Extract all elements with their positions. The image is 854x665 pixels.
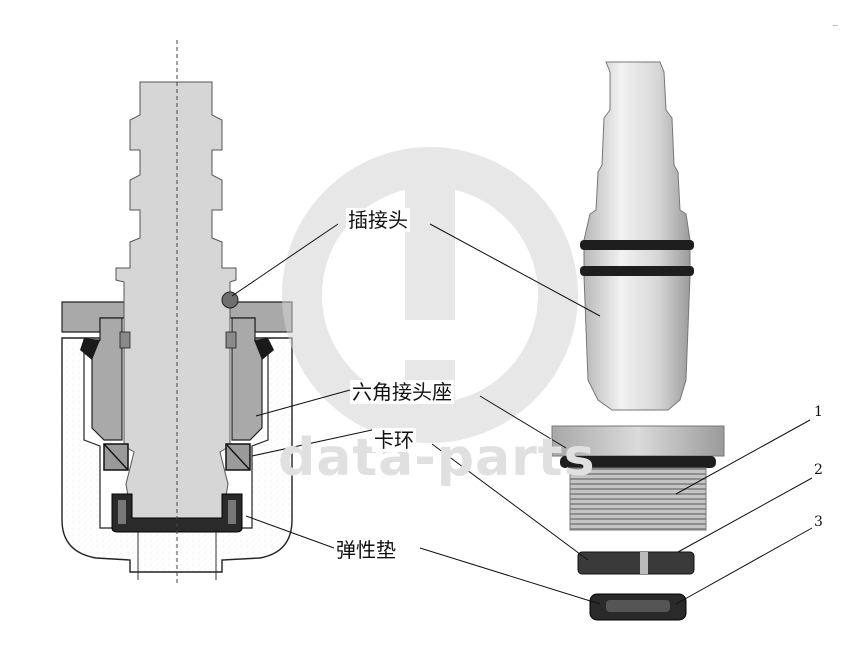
- snap-ring-section-left: [103, 443, 129, 471]
- part-number-1: 1: [814, 404, 823, 420]
- cross-section-view: [61, 40, 293, 585]
- label-snap-ring: 卡环: [372, 428, 416, 452]
- watermark-text: data-parts: [278, 428, 596, 488]
- left-housing-oring: [80, 338, 100, 360]
- plug-connector-section: [115, 81, 237, 521]
- svg-text:~: ~: [832, 21, 839, 30]
- part-number-2: 2: [814, 462, 823, 478]
- hex-seat-left-wall: [91, 317, 123, 441]
- label-hex-connector-seat: 六角接头座: [350, 380, 454, 404]
- leader-lines: [231, 223, 813, 605]
- elastic-pad-section: [111, 493, 243, 533]
- label-elastic-pad: 弹性垫: [334, 538, 398, 562]
- snap-ring-part: [577, 551, 695, 575]
- right-housing-oring: [254, 338, 274, 360]
- exploded-view: [551, 61, 725, 621]
- hex-seat-part: [551, 425, 725, 457]
- hex-seat-thread: [569, 467, 707, 531]
- label-plug-connector: 插接头: [346, 208, 410, 232]
- plug-oring-ball: [221, 291, 239, 309]
- snap-ring-section-right: [225, 443, 251, 471]
- plug-connector-part: [583, 61, 691, 411]
- hex-seat-right-wall: [231, 317, 263, 441]
- part-number-3: 3: [814, 514, 823, 530]
